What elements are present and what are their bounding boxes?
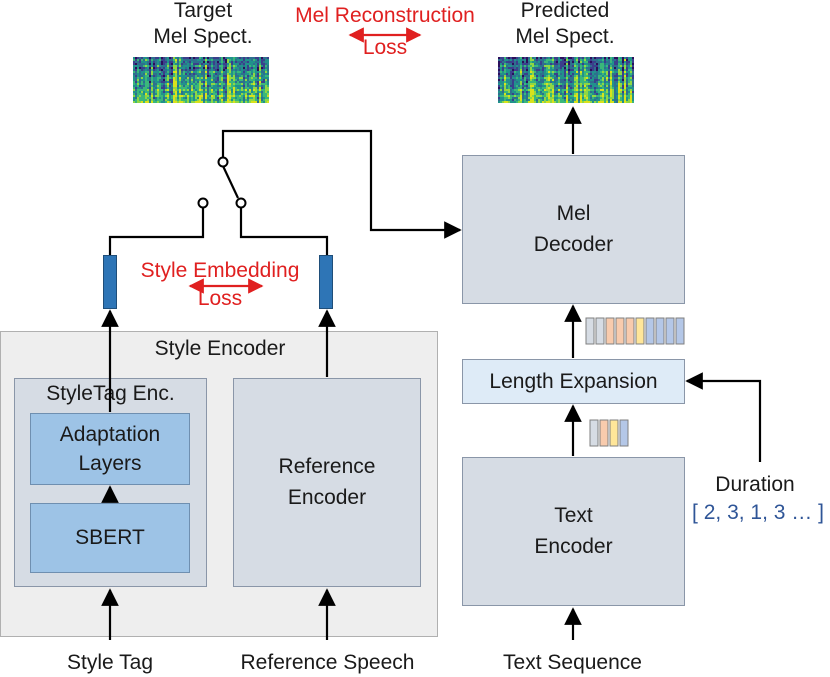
predicted-mel-spectrogram xyxy=(498,57,634,103)
reference-speech-input-label: Reference Speech xyxy=(240,651,415,674)
length-expansion-box: Length Expansion xyxy=(462,359,685,404)
sbert-box: SBERT xyxy=(30,503,190,573)
text-sequence-input-label: Text Sequence xyxy=(503,651,642,674)
duration-to-length-arrow xyxy=(685,372,762,462)
style-tag-input-label: Style Tag xyxy=(67,651,153,674)
expanded-token-bar xyxy=(585,317,685,345)
style-embedding-styletag xyxy=(103,255,117,309)
duration-values: [ 2, 3, 1, 3 … ] xyxy=(692,501,824,524)
duration-label: Duration xyxy=(715,473,795,496)
style-encoder-title: Style Encoder xyxy=(154,337,286,360)
switch-lever xyxy=(222,165,239,199)
style-embedding-reference xyxy=(319,255,333,309)
switch-to-decoder-arrow xyxy=(221,129,462,239)
text-token-bar xyxy=(589,419,629,447)
target-mel-spectrogram xyxy=(133,57,269,103)
